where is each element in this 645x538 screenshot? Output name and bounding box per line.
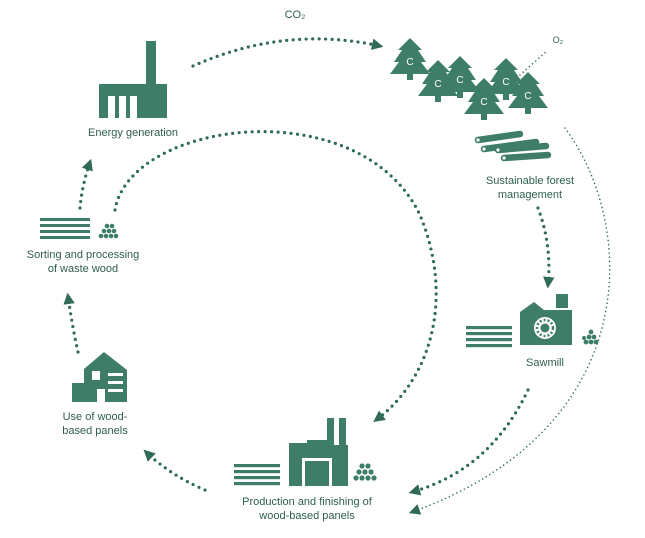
production-label: Production and finishing of wood-based p… — [242, 496, 372, 522]
tree-letter-label: C — [434, 79, 442, 90]
tree-letter-label: C — [406, 57, 414, 68]
o2-label: O₂ — [552, 35, 564, 45]
use-of-panels-label: Use of wood- based panels — [62, 411, 128, 437]
tree-letter-label: C — [480, 97, 488, 108]
wood-chips-icon — [353, 463, 377, 481]
tree-letter-label: C — [456, 75, 464, 86]
tree — [508, 72, 548, 114]
arrow-forest-to-sawmill — [536, 206, 555, 289]
board-stack-icon — [466, 326, 512, 348]
house-icon — [72, 352, 127, 402]
arrow-use-to-sorting — [63, 292, 80, 354]
arrow-energy-to-forest — [191, 37, 384, 68]
sawmill-label: Sawmill — [526, 357, 564, 369]
energy-generation-label: Energy generation — [88, 127, 178, 139]
tree — [464, 78, 504, 120]
sorting-label: Sorting and processing of waste wood — [26, 249, 140, 275]
arrow-sawmill-to-production — [408, 388, 530, 496]
arrow-o2-release — [519, 49, 549, 76]
wood-chips-icon — [98, 223, 119, 239]
sustainable-forest-label: Sustainable forest management — [485, 175, 575, 201]
tree — [390, 38, 430, 80]
co2-label: CO₂ — [284, 9, 306, 21]
tree — [440, 56, 480, 98]
arrow-inner-recycle — [113, 130, 438, 423]
tree — [486, 58, 526, 100]
log-pile-icon — [474, 130, 552, 162]
board-stack-icon — [40, 218, 90, 239]
factory-icon — [99, 41, 167, 118]
wood-chips-icon — [582, 329, 599, 345]
arrow-sorting-to-energy — [78, 158, 93, 210]
board-stack-icon — [234, 464, 280, 486]
forest-icon — [390, 38, 548, 120]
arrow-forest-direct-to-production — [408, 127, 611, 515]
tree-letter-label: C — [524, 91, 532, 102]
sawmill-icon — [520, 294, 572, 345]
panel-factory-icon — [289, 418, 348, 486]
tree-letter-label: C — [502, 77, 510, 88]
arrow-production-to-use — [143, 449, 207, 492]
